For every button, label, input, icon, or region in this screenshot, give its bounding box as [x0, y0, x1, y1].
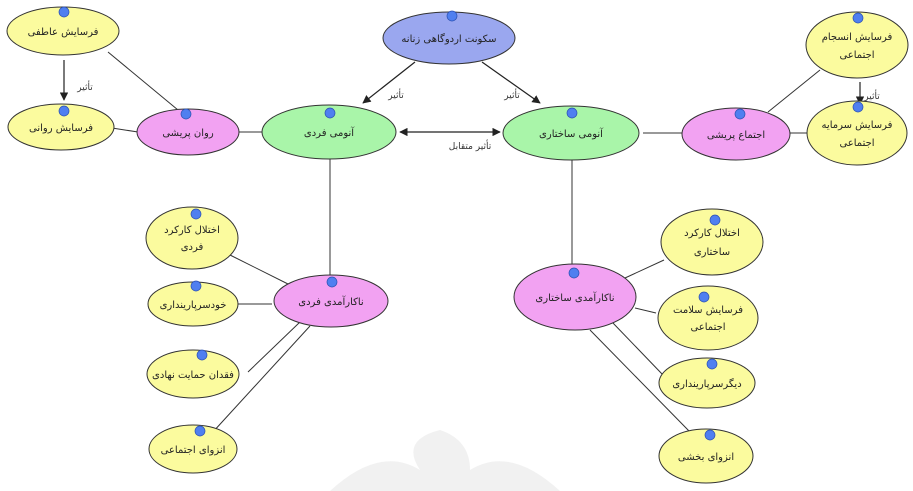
- node-social-capital-erosion-line1: فرسایش سرمایه: [822, 120, 893, 131]
- node-social-isolation[interactable]: انزوای اجتماعی: [148, 424, 238, 474]
- concept-icon: [324, 107, 336, 119]
- arrow-silence-to-ind-anomie: [362, 61, 416, 104]
- node-individual-anomie[interactable]: آنومی فردی: [261, 104, 397, 160]
- line-social-isolation: [211, 325, 311, 434]
- concept-icon: [180, 108, 192, 120]
- node-struct-func-disorder-line1: اختلال کارکرد: [684, 228, 740, 239]
- line-social-health: [634, 307, 657, 314]
- node-psych-erosion-label: فرسایش روانی: [29, 123, 93, 134]
- node-social-distress[interactable]: اجتماع پریشی: [681, 107, 791, 161]
- concept-icon: [58, 105, 70, 117]
- concept-icon: [704, 429, 716, 441]
- node-structural-dysfunction-label: ناکارآمدی ساختاری: [535, 291, 614, 304]
- node-social-cohesion-erosion-line1: فرسایش انسجام: [822, 32, 893, 43]
- edge-label-mutual-effect: تأثیر متقابل: [449, 139, 492, 152]
- arrow-silence-to-struct-anomie: [481, 61, 541, 104]
- node-silence[interactable]: سکونت اردوگاهی زنانه: [382, 11, 516, 65]
- node-social-capital-erosion[interactable]: فرسایش سرمایه اجتماعی: [806, 100, 908, 166]
- concept-icon: [194, 425, 206, 437]
- node-individual-dysfunction[interactable]: ناکارآمدی فردی: [273, 274, 389, 328]
- line-psych-erosion-to-psych-distress: [111, 127, 139, 133]
- node-other-centeredness[interactable]: دیگرسرپارینداری: [658, 357, 756, 409]
- arrows: [59, 60, 865, 137]
- node-psych-distress[interactable]: روان پریشی: [136, 108, 240, 156]
- node-lack-inst-support[interactable]: فقدان حمایت نهادی: [146, 349, 240, 399]
- node-sectoral-isolation[interactable]: انزوای بخشی: [658, 428, 754, 484]
- concept-icon: [196, 349, 208, 361]
- line-sectoral-isolation: [589, 329, 691, 433]
- node-structural-anomie[interactable]: آنومی ساختاری: [502, 105, 640, 161]
- concept-icon: [852, 101, 864, 113]
- edge-label-effect-2: تأثیر: [387, 88, 404, 101]
- edge-label-effect-4: تأثیر: [863, 89, 880, 102]
- concept-icon: [709, 214, 721, 226]
- node-struct-func-disorder[interactable]: اختلال کارکرد ساختاری: [660, 208, 764, 276]
- concept-icon: [698, 291, 710, 303]
- concept-icon: [326, 276, 338, 288]
- line-ind-func-disorder: [229, 254, 291, 286]
- node-social-health-erosion[interactable]: فرسایش سلامت اجتماعی: [657, 285, 759, 351]
- node-social-health-erosion-line1: فرسایش سلامت: [673, 305, 743, 316]
- edge-label-effect-3: تأثیر: [503, 88, 520, 101]
- node-struct-func-disorder-line2: ساختاری: [694, 247, 730, 258]
- concept-icon: [734, 108, 746, 120]
- concept-icon: [566, 107, 578, 119]
- line-lack-support: [247, 321, 301, 373]
- node-self-centeredness-label: خودسرپارینداری: [160, 300, 227, 311]
- node-ind-func-disorder[interactable]: اختلال کارکرد فردی: [145, 206, 239, 270]
- node-social-capital-erosion-line2: اجتماعی: [839, 138, 874, 149]
- node-social-health-erosion-line2: اجتماعی: [690, 322, 725, 333]
- edge-label-effect-1: تأثیر: [76, 80, 93, 93]
- node-social-cohesion-erosion[interactable]: فرسایش انسجام اجتماعی: [805, 11, 909, 79]
- node-psych-erosion[interactable]: فرسایش روانی: [7, 103, 115, 151]
- node-psych-distress-label: روان پریشی: [162, 128, 213, 139]
- concept-icon: [190, 208, 202, 220]
- node-icons: [58, 6, 864, 441]
- edge-labels: تأثیر تأثیر تأثیر تأثیر متقابل تأثیر: [76, 80, 880, 152]
- concept-icon: [58, 6, 70, 18]
- node-silence-label: سکونت اردوگاهی زنانه: [401, 33, 496, 45]
- node-other-centeredness-label: دیگرسرپارینداری: [672, 378, 741, 390]
- node-lack-inst-support-label: فقدان حمایت نهادی: [152, 370, 234, 381]
- concept-icon: [190, 280, 202, 292]
- concept-icon: [706, 358, 718, 370]
- node-social-cohesion-erosion-line2: اجتماعی: [839, 50, 874, 61]
- line-emotional-to-psych-distress: [107, 51, 179, 111]
- line-other-centered: [611, 321, 664, 376]
- line-social-distress-to-cohesion: [767, 69, 821, 113]
- line-struct-func-disorder: [624, 259, 665, 279]
- node-sectoral-isolation-label: انزوای بخشی: [678, 452, 734, 463]
- concept-icon: [852, 12, 864, 24]
- node-ind-func-disorder-line1: اختلال کارکرد: [164, 225, 220, 236]
- connector-lines: [107, 51, 821, 434]
- node-ind-func-disorder-line2: فردی: [181, 242, 204, 253]
- node-social-isolation-label: انزوای اجتماعی: [161, 445, 226, 456]
- node-structural-anomie-label: آنومی ساختاری: [539, 127, 604, 140]
- concept-icon: [446, 10, 458, 22]
- node-emotional-erosion-label: فرسایش عاطفی: [28, 27, 99, 38]
- node-structural-dysfunction[interactable]: ناکارآمدی ساختاری: [513, 263, 637, 331]
- node-individual-anomie-label: آنومی فردی: [304, 126, 355, 139]
- node-individual-dysfunction-label: ناکارآمدی فردی: [298, 295, 363, 308]
- watermark: [330, 430, 560, 491]
- concept-icon: [568, 267, 580, 279]
- node-social-distress-label: اجتماع پریشی: [707, 130, 765, 141]
